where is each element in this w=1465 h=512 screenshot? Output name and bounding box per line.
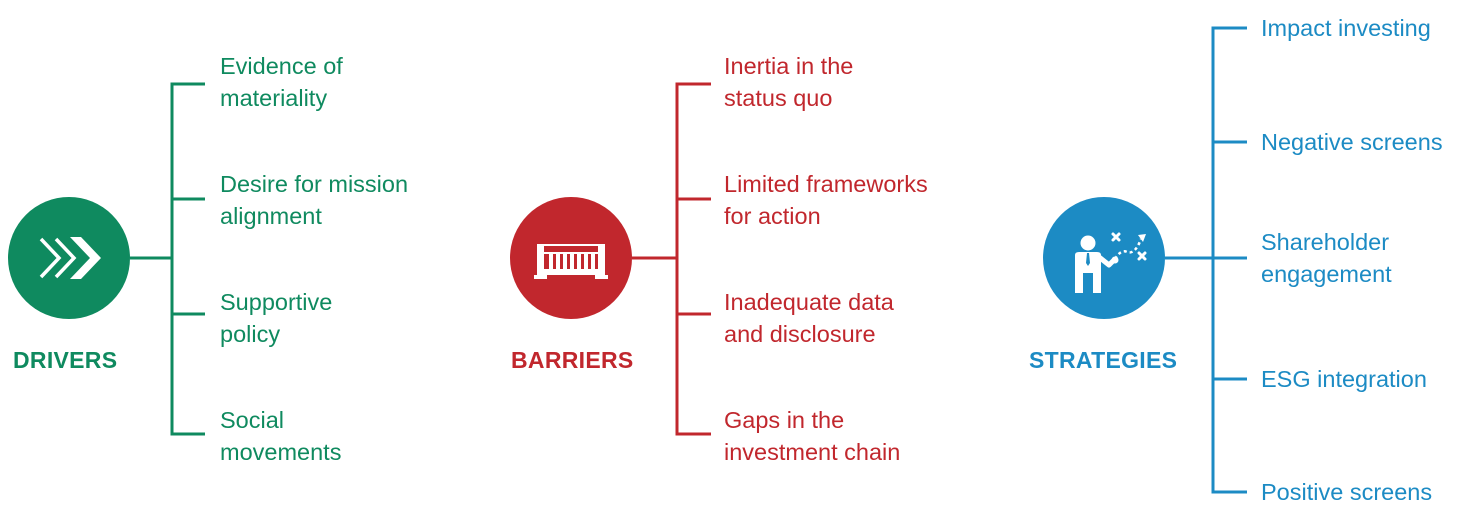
strategy-item: Positive screens <box>1261 479 1433 505</box>
barricade-icon <box>534 244 608 279</box>
strategist-playbook-icon <box>1075 232 1147 293</box>
drivers-title: DRIVERS <box>13 347 118 373</box>
barriers-title: BARRIERS <box>511 347 634 373</box>
strategies-title: STRATEGIES <box>1029 347 1178 373</box>
double-chevron-right-icon <box>39 237 101 279</box>
strategy-item: ESG integration <box>1261 366 1427 392</box>
strategies-circle <box>1043 197 1165 319</box>
strategy-item: Impact investing <box>1261 15 1431 41</box>
strategy-item: Negative screens <box>1261 129 1443 155</box>
drivers-circle <box>8 197 130 319</box>
barriers-circle <box>510 197 632 319</box>
